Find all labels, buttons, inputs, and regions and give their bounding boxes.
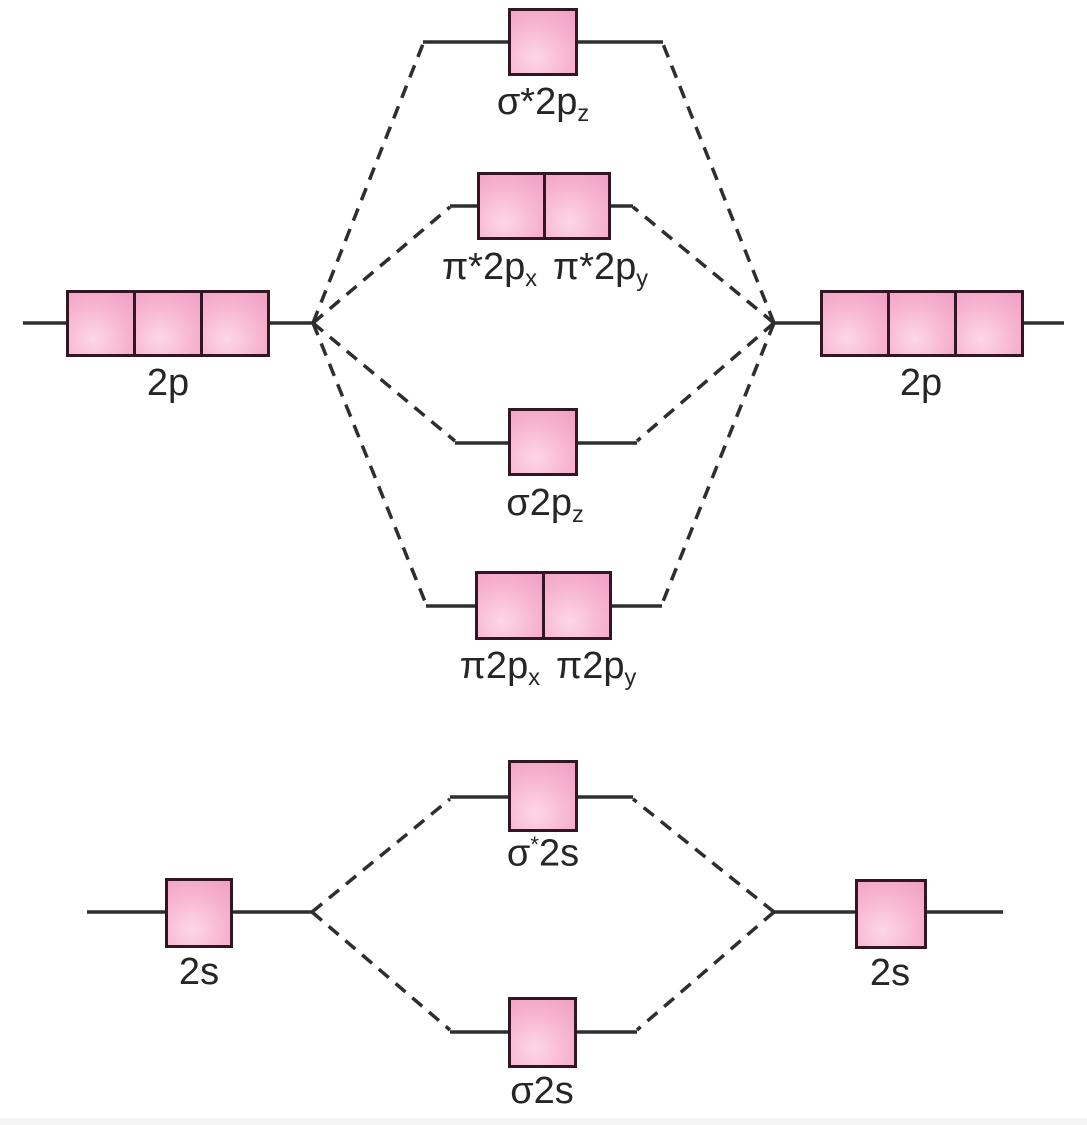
orbital-cell	[168, 881, 230, 945]
pi-star-2px-cell	[480, 175, 543, 237]
sigma-2pz-label: σ2pz	[506, 482, 584, 527]
orbital-cell	[823, 293, 887, 354]
right-2p-label: 2p	[899, 362, 943, 404]
orbital-cell	[858, 882, 924, 946]
label-subscript: x	[525, 264, 537, 291]
pi-2py-label: π2py	[556, 645, 637, 690]
orbital-cell	[511, 1000, 574, 1065]
label-subscript: z	[577, 99, 590, 126]
left-2s-atomic-box	[165, 878, 233, 948]
dash-right2p-to-pi-2p	[660, 322, 776, 605]
orbital-cell	[511, 763, 575, 829]
correlation-dashed-lines	[310, 43, 776, 1032]
bottom-strip	[0, 1118, 1087, 1125]
label-subscript: x	[528, 663, 540, 690]
orbital-cell	[890, 293, 954, 354]
right-2s-atomic-box	[855, 879, 927, 949]
dash-left2p-to-pi-star-2p	[311, 205, 452, 325]
label-subscript: y	[624, 663, 637, 690]
sigma-star-2pz-box	[508, 8, 578, 76]
dash-right2s-to-sigma-2s	[635, 910, 776, 1032]
label-subscript: z	[571, 500, 584, 527]
pi-star-2py-cell	[545, 175, 608, 237]
right-2p-atomic-box	[820, 290, 1024, 357]
dash-left2s-to-sigma-2s	[310, 910, 452, 1032]
dash-right2p-to-sigma-star-2pz	[661, 43, 776, 324]
sigma-2s-label: σ2s	[510, 1070, 574, 1112]
sigma-star-2pz-label: σ*2pz	[496, 81, 590, 126]
pi-star-2p-label-pair: π*2px π*2py	[441, 246, 649, 291]
pi-2px-cell	[478, 574, 542, 637]
sigma-2s-box	[508, 997, 577, 1068]
right-2s-label: 2s	[869, 952, 911, 994]
pi-2p-label-pair: π2px π2py	[459, 645, 637, 690]
orbital-cell	[136, 293, 200, 354]
dash-left2p-to-sigma-2pz	[311, 321, 457, 443]
left-2p-atomic-box	[66, 290, 270, 357]
label-text: σ2p	[506, 482, 572, 524]
label-text: π*2p	[553, 246, 637, 288]
dash-right2p-to-sigma-2pz	[635, 321, 776, 443]
left-2p-label: 2p	[146, 362, 190, 404]
left-2s-label: 2s	[178, 951, 220, 993]
pi-2py-cell	[545, 574, 609, 637]
label-subscript: y	[636, 264, 649, 291]
dash-left2s-to-sigma-star-2s	[310, 797, 452, 914]
label-text: σ*2p	[496, 81, 578, 123]
dash-left2p-to-sigma-star-2pz	[311, 43, 425, 324]
orbital-cell	[511, 411, 575, 473]
pi-star-2p-box-pair	[477, 172, 611, 240]
pi-star-2px-label: π*2px	[441, 246, 537, 291]
orbital-cell	[203, 293, 267, 354]
dash-right2s-to-sigma-star-2s	[631, 797, 776, 914]
dash-right2p-to-pi-star-2p	[631, 205, 776, 325]
label-text: π*2p	[441, 246, 526, 288]
dash-left2p-to-pi-2p	[311, 322, 428, 605]
sigma-star-2s-label: σ*2s	[506, 832, 580, 875]
pi-star-2py-label: π*2py	[553, 246, 649, 291]
pi-2px-label: π2px	[459, 645, 540, 690]
label-superscript: *	[530, 832, 539, 857]
label-text: π2p	[459, 645, 529, 687]
orbital-cell	[69, 293, 133, 354]
pi-2p-box-pair	[475, 571, 612, 640]
label-text: 2s	[538, 832, 580, 875]
sigma-2pz-box	[508, 408, 578, 476]
label-text: π2p	[556, 645, 625, 687]
orbital-cell	[511, 11, 575, 73]
orbital-cell	[957, 293, 1021, 354]
label-text: σ	[506, 832, 531, 875]
sigma-star-2s-box	[508, 760, 578, 832]
